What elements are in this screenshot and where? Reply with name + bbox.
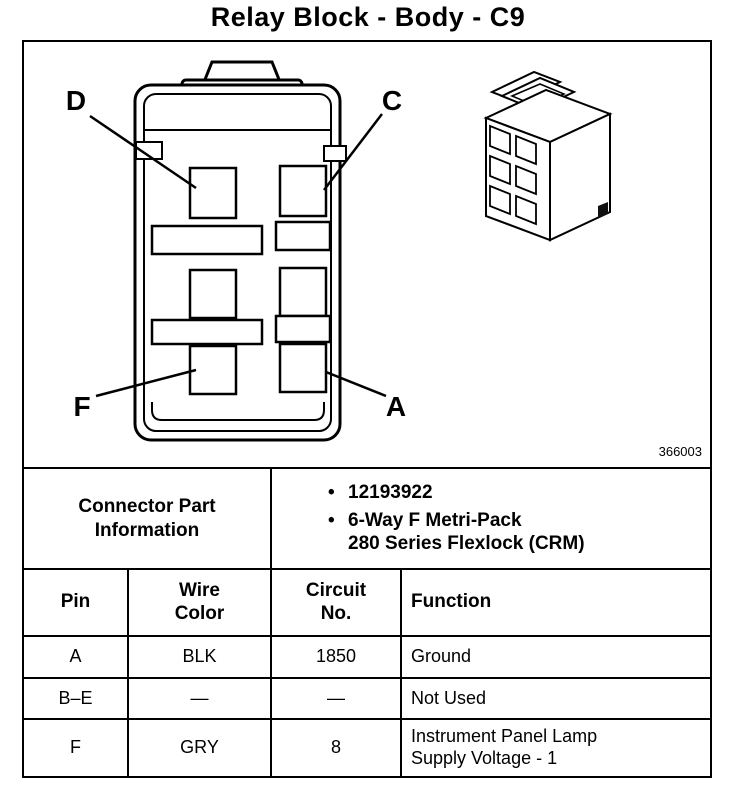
connector-diagram: D C F A <box>24 42 710 467</box>
header-pin: Pin <box>24 570 129 635</box>
cell-function: Ground <box>411 646 472 667</box>
cavity-label-f: F <box>73 391 90 422</box>
cell-circuit-no: — <box>272 679 402 718</box>
leader-line-d <box>89 114 197 190</box>
cell-wire-color: GRY <box>129 720 272 776</box>
cell-pin: F <box>24 720 129 776</box>
cell-pin: A <box>24 637 129 677</box>
table-row: A BLK 1850 Ground <box>24 635 710 677</box>
leader-lines <box>89 113 387 398</box>
connector-isometric-view <box>483 70 613 242</box>
connector-front-view <box>133 60 347 442</box>
header-function: Function <box>411 591 492 613</box>
table-row: B–E — — Not Used <box>24 677 710 718</box>
cpi-item-series: 6-Way F Metri-Pack 280 Series Flexlock (… <box>326 509 585 557</box>
connector-part-information-values: 12193922 6-Way F Metri-Pack 280 Series F… <box>272 469 710 568</box>
header-wire-color: Wire Color <box>129 570 272 635</box>
leader-line-f <box>95 368 197 398</box>
figure-box: D C F A <box>22 40 712 778</box>
cell-circuit-no: 1850 <box>272 637 402 677</box>
table-row: F GRY 8 Instrument Panel Lamp Supply Vol… <box>24 718 710 776</box>
cell-wire-color: BLK <box>129 637 272 677</box>
connector-part-information-row: Connector Part Information 12193922 6-Wa… <box>24 467 710 568</box>
leader-line-a <box>325 370 387 398</box>
connector-diagram-drawing: D C F A <box>66 60 702 459</box>
cell-circuit-no: 8 <box>272 720 402 776</box>
page-title: Relay Block - Body - C9 <box>210 2 526 32</box>
cell-pin: B–E <box>24 679 129 718</box>
connector-part-information-list: 12193922 6-Way F Metri-Pack 280 Series F… <box>272 477 591 560</box>
cavity-label-a: A <box>386 391 406 422</box>
figure-number: 366003 <box>659 444 702 459</box>
cell-wire-color: — <box>129 679 272 718</box>
cavity-label-d: D <box>66 85 86 116</box>
pinout-header-row: Pin Wire Color Circuit No. Function <box>24 568 710 635</box>
cpi-item-part-number: 12193922 <box>326 481 585 505</box>
cavity-label-c: C <box>382 85 402 116</box>
leader-line-c <box>323 113 383 191</box>
cell-function: Instrument Panel Lamp Supply Voltage - 1 <box>411 726 598 768</box>
connector-part-information-label: Connector Part Information <box>24 469 272 568</box>
header-circuit-no: Circuit No. <box>272 570 402 635</box>
cell-function: Not Used <box>411 687 487 708</box>
